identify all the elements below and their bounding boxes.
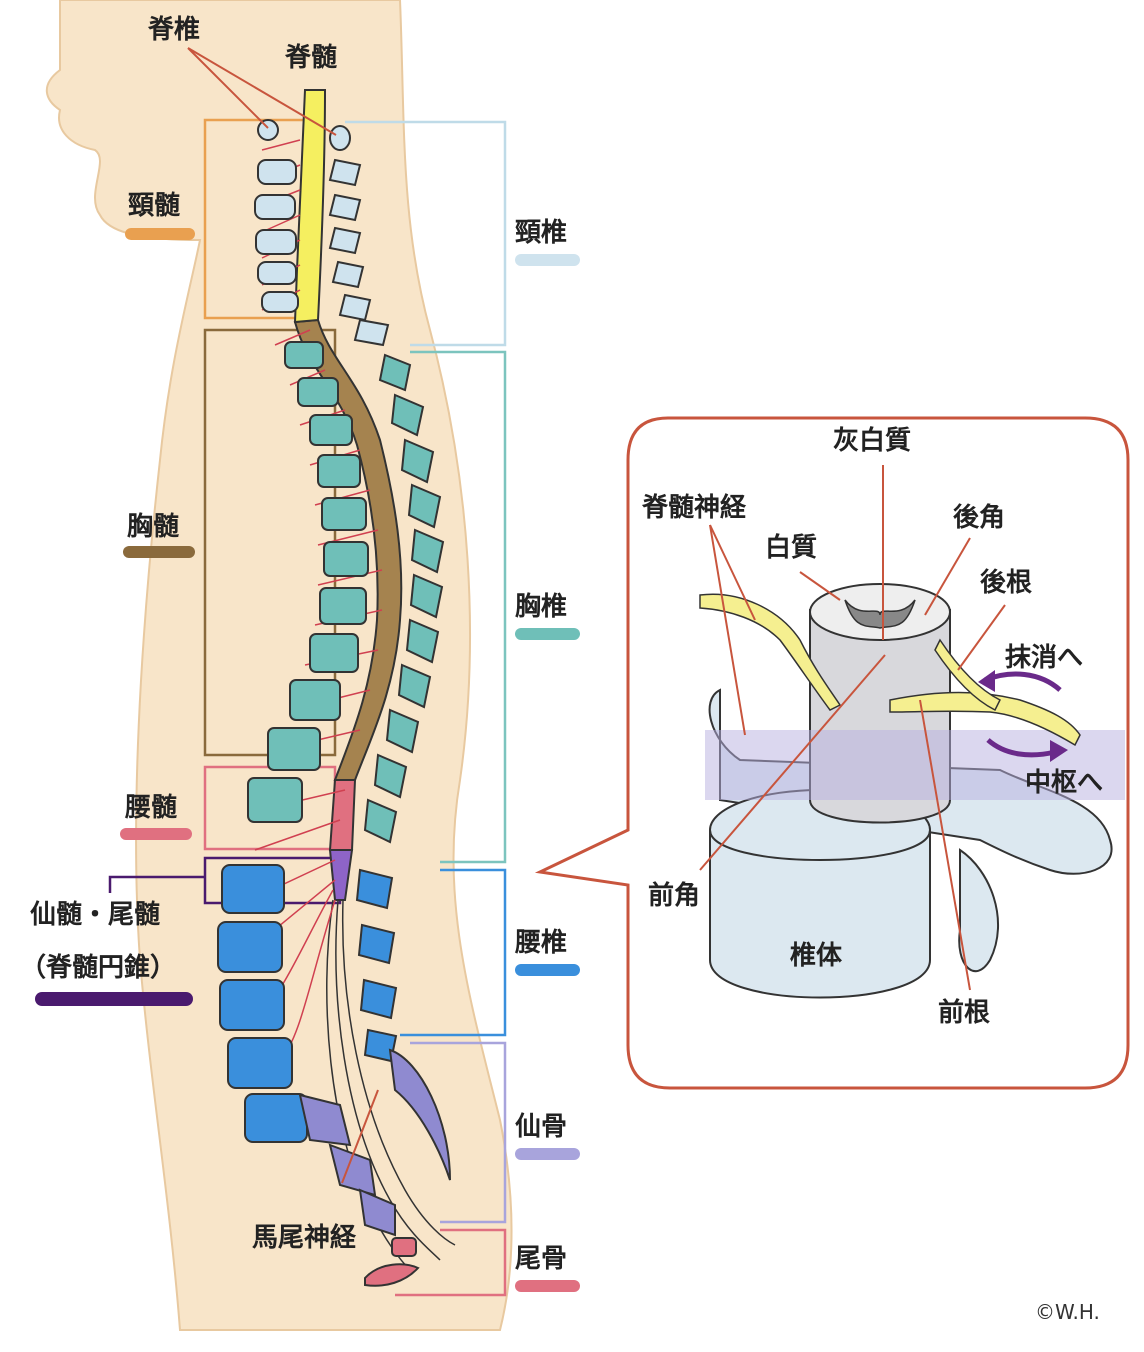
bar-keizui [125, 228, 195, 240]
bar-yozui [120, 828, 192, 840]
label-kokaku: 後角 [953, 503, 1006, 533]
coccyx [364, 1237, 420, 1287]
label-kyozui: 胸髄 [127, 512, 180, 542]
thoracic-vertebrae [247, 341, 445, 844]
label-bikotsu: 尾骨 [515, 1244, 568, 1274]
sacrum [298, 1048, 451, 1237]
label-masshohe: 抹消へ [1005, 643, 1084, 673]
label-sekizui-shinkei: 脊髄神経 [642, 493, 747, 523]
label-zenkon: 前根 [938, 998, 991, 1028]
label-yotsui: 腰椎 [515, 928, 568, 958]
cord-cross-section [809, 583, 951, 641]
coccyx-bracket [395, 1228, 507, 1297]
label-chusuhe: 中枢へ [1025, 768, 1104, 798]
sacrum-bracket [410, 1041, 507, 1224]
spinal-cord-conus [328, 849, 354, 901]
label-yozui: 腰髄 [125, 793, 178, 823]
label-senkotsu: 仙骨 [515, 1112, 568, 1142]
label-zenkaku: 前角 [648, 881, 701, 911]
lumbar-vertebrae [217, 864, 398, 1143]
cervical-vert-bracket [345, 120, 507, 347]
callout-leaders [699, 465, 1006, 991]
vertebra-cross-section [705, 583, 1125, 999]
bar-keitsui [515, 254, 580, 266]
leader-lines [187, 47, 379, 1184]
cervical-vertebrae [254, 119, 390, 347]
sacral-cord-leader [108, 875, 205, 893]
callout-nerves [699, 593, 1081, 747]
label-kokon: 後根 [980, 568, 1033, 598]
arrow-head-central [1050, 740, 1068, 762]
bar-senkotsu [515, 1148, 580, 1160]
arrow-head-peripheral [978, 670, 995, 692]
label-hakushitsu: 白質 [765, 533, 818, 563]
lumbar-vert-bracket [400, 868, 507, 1037]
gray-matter [844, 599, 916, 629]
label-keizui: 頸髄 [128, 191, 181, 221]
bar-kyotsui [515, 628, 580, 640]
bar-yotsui [515, 964, 580, 976]
label-bibi-shinkei: 馬尾神経 [252, 1223, 357, 1253]
label-sekitsui: 脊椎 [148, 15, 201, 45]
label-sekizui-ensui: （脊髄円錐） [20, 953, 177, 983]
label-senzui-bizui: 仙髄・尾髄 [30, 900, 161, 930]
label-kaihakushitsu: 灰白質 [833, 426, 912, 456]
spinal-cord-cervical [293, 89, 327, 324]
vertebral-body [709, 829, 931, 999]
bar-ensui [35, 992, 193, 1006]
thoracic-vert-bracket [410, 350, 507, 864]
label-kyotsui: 胸椎 [515, 592, 568, 622]
bar-kyozui [123, 546, 195, 558]
label-keitsui: 頸椎 [515, 218, 568, 248]
bar-bikotsu [515, 1280, 580, 1292]
copyright-text: ©W.H. [1035, 1300, 1100, 1324]
label-tsuitai: 椎体 [790, 941, 843, 971]
label-sekizui: 脊髄 [285, 43, 338, 73]
